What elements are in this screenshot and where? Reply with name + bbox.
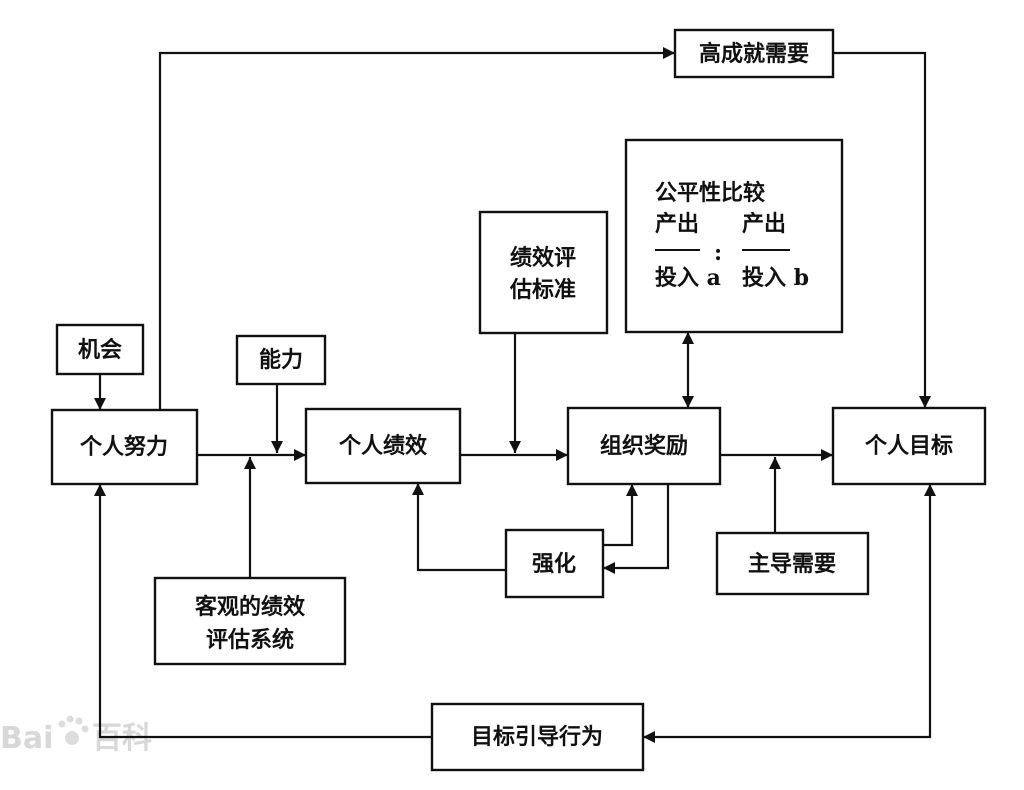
node-label-line2: 评估系统 bbox=[206, 627, 294, 653]
node-label: 个人努力 bbox=[80, 434, 168, 460]
node-label: 主导需要 bbox=[748, 551, 836, 577]
edge-behavior-to-effort bbox=[94, 484, 432, 739]
node-label: 能力 bbox=[259, 347, 303, 373]
node-individual-goal: 个人目标 bbox=[831, 406, 987, 486]
node-organizational-reward: 组织奖励 bbox=[566, 406, 722, 486]
node-label: 组织奖励 bbox=[600, 433, 688, 459]
node-label: 强化 bbox=[532, 551, 576, 577]
edge-reward-to-reinforcement bbox=[603, 484, 670, 574]
edge-reinforcement-to-performance bbox=[412, 483, 506, 572]
edge-goal-behavior-bidirectional bbox=[643, 484, 936, 743]
node-label: 个人绩效 bbox=[339, 433, 427, 459]
fairness-separator: : bbox=[714, 240, 722, 266]
fairness-output-a: 产出 bbox=[655, 211, 699, 237]
node-high-achievement-need: 高成就需要 bbox=[673, 28, 835, 79]
node-opportunity: 机会 bbox=[55, 323, 145, 376]
node-individual-effort: 个人努力 bbox=[50, 408, 199, 486]
fairness-input-b: 投入 b bbox=[742, 265, 809, 291]
node-label: 目标引导行为 bbox=[471, 724, 603, 750]
node-fairness-comparison: 公平性比较 产出 产出 : 投入 a 投入 b bbox=[624, 138, 844, 334]
node-dominant-need: 主导需要 bbox=[715, 531, 870, 596]
fairness-input-a: 投入 a bbox=[655, 265, 721, 291]
fairness-title: 公平性比较 bbox=[655, 180, 765, 206]
node-objective-evaluation-system: 客观的绩效 评估系统 bbox=[153, 576, 347, 666]
baidu-paw-icon bbox=[58, 715, 89, 745]
node-label-line1: 客观的绩效 bbox=[195, 594, 305, 620]
node-label-line2: 估标准 bbox=[509, 277, 576, 303]
node-performance-criteria: 绩效评 估标准 bbox=[478, 210, 609, 335]
node-ability: 能力 bbox=[235, 334, 327, 386]
edge-high-achievement-to-goal bbox=[833, 51, 931, 408]
node-reinforcement: 强化 bbox=[504, 528, 605, 599]
node-individual-performance: 个人绩效 bbox=[304, 407, 462, 485]
baidu-watermark: Bai 百科 bbox=[0, 715, 152, 756]
node-goal-directed-behavior: 目标引导行为 bbox=[430, 702, 645, 772]
edge-effort-to-high-achievement bbox=[158, 47, 675, 410]
fairness-output-b: 产出 bbox=[742, 211, 786, 237]
watermark-text-bai: Bai bbox=[0, 721, 53, 756]
node-label: 高成就需要 bbox=[699, 41, 809, 67]
node-label: 个人目标 bbox=[865, 433, 953, 459]
node-label: 机会 bbox=[78, 337, 122, 363]
node-label-line1: 绩效评 bbox=[510, 245, 576, 271]
watermark-text-baike: 百科 bbox=[92, 721, 152, 756]
edge-reinforcement-to-reward bbox=[603, 484, 638, 547]
